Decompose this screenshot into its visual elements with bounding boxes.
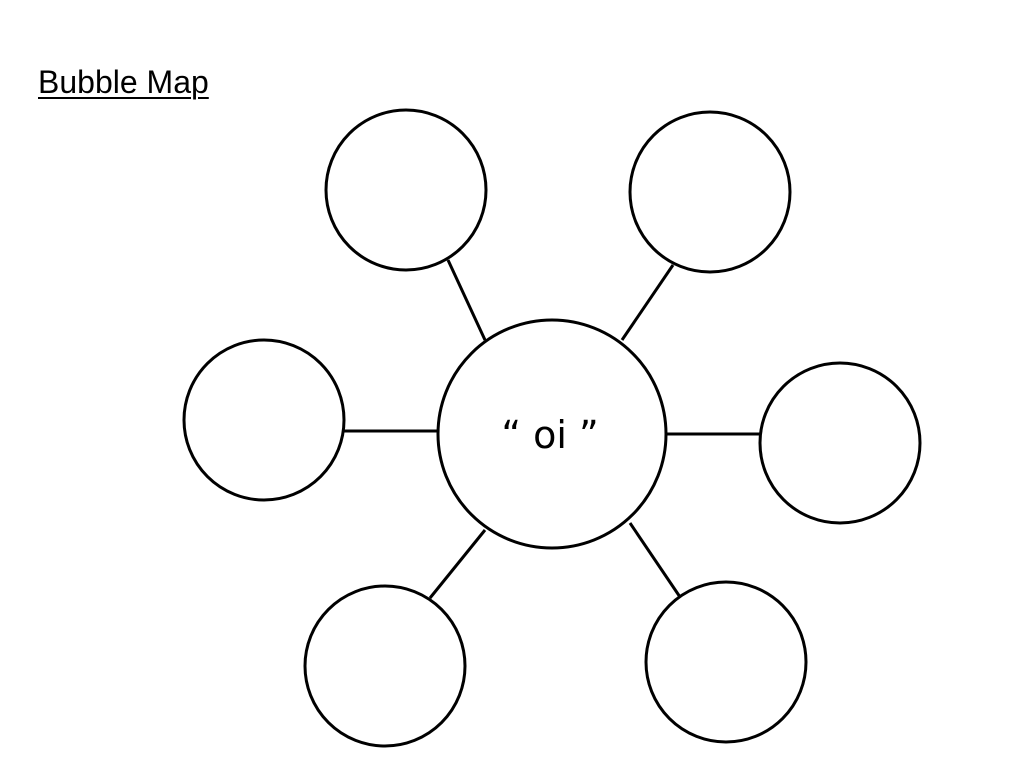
connector-top-left bbox=[446, 259, 487, 341]
connector-bottom-right bbox=[628, 522, 682, 598]
outer-bubble-left[interactable] bbox=[182, 338, 346, 502]
outer-bubble-top-left[interactable] bbox=[324, 108, 488, 272]
outer-bubble-right[interactable] bbox=[758, 361, 922, 525]
connector-bottom-left bbox=[428, 529, 487, 599]
connector-top-right bbox=[620, 264, 675, 341]
page-title: Bubble Map bbox=[38, 64, 209, 100]
center-bubble[interactable] bbox=[436, 318, 668, 550]
outer-bubble-top-right[interactable] bbox=[628, 110, 792, 274]
outer-bubble-bottom-left[interactable] bbox=[303, 584, 467, 748]
center-bubble-label: “ oi ” bbox=[501, 413, 598, 457]
outer-bubble-bottom-right[interactable] bbox=[644, 580, 808, 744]
